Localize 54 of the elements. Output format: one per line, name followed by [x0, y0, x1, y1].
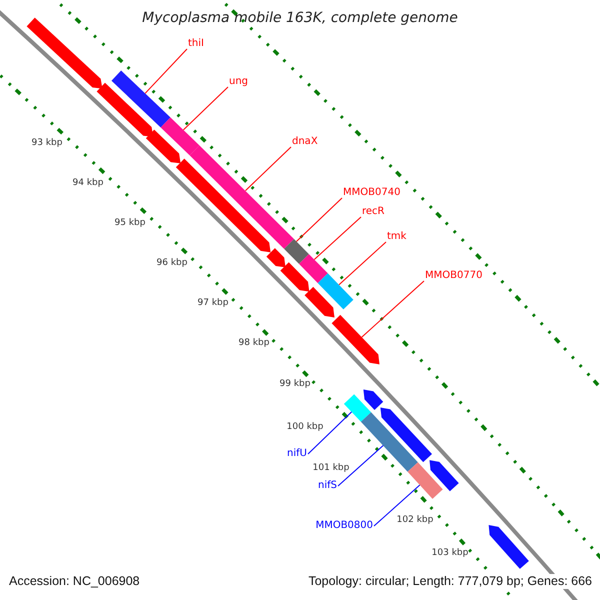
gene-feature-block	[344, 394, 372, 422]
scale-label: 101 kbp	[312, 462, 350, 474]
gene-feature-pointed	[430, 460, 459, 492]
leader-line	[245, 146, 292, 192]
scale-label: 94 kbp	[72, 177, 104, 189]
gene-feature-pointed	[26, 18, 102, 89]
map-title: Mycoplasma mobile 163K, complete genome	[141, 9, 459, 27]
gene-feature-block	[360, 412, 418, 472]
scale-label: 100 kbp	[286, 421, 324, 433]
footer-text: Topology: circular; Length: 777,079 bp; Genes: 666	[308, 574, 592, 589]
footer-text: Accession: NC_006908	[9, 574, 140, 589]
gene-feature-pointed	[176, 158, 271, 252]
leader-line	[361, 280, 424, 338]
leader-line	[182, 86, 228, 130]
scale-label: 103 kbp	[432, 547, 468, 559]
scale-label: 97 kbp	[198, 297, 228, 309]
gene-label: MMOB0740	[343, 187, 400, 199]
leader-line	[374, 484, 420, 526]
gene-label: MMOB0770	[425, 270, 482, 282]
gene-feature-block	[318, 273, 354, 310]
gene-feature-pointed	[380, 408, 432, 462]
leader-line	[144, 48, 188, 94]
gene-label: nifU	[287, 448, 307, 460]
leader-line	[308, 411, 352, 454]
leader-line	[338, 445, 384, 486]
gene-feature-pointed	[96, 82, 154, 137]
scale-label: 96 kbp	[156, 257, 188, 269]
gene-feature-pointed	[280, 262, 310, 292]
gene-label: MMOB0800	[316, 520, 373, 532]
gene-label: thiI	[188, 38, 204, 50]
scale-label: 93 kbp	[32, 137, 62, 149]
leader-line	[338, 242, 386, 286]
gene-feature-pointed	[363, 390, 384, 410]
gene-label: recR	[362, 206, 384, 218]
gene-label: ung	[229, 76, 248, 88]
gene-label: nifS	[318, 480, 337, 492]
gene-feature-pointed	[146, 130, 181, 164]
scale-label: 99 kbp	[280, 378, 310, 390]
scale-label: 102 kbp	[396, 514, 434, 526]
leader-line	[314, 216, 362, 260]
gene-feature-block	[299, 254, 328, 284]
gene-feature-block	[160, 117, 200, 156]
gene-feature-pointed	[488, 525, 529, 569]
gene-feature-block	[284, 239, 309, 264]
scale-label: 98 kbp	[238, 337, 270, 349]
gene-feature-pointed	[332, 314, 380, 364]
gene-feature-block	[408, 462, 443, 499]
gene-feature-pointed	[304, 286, 334, 318]
gene-label: tmk	[387, 231, 406, 243]
leader-line	[296, 198, 342, 242]
gene-feature-block	[112, 70, 170, 128]
gene-feature-block	[190, 145, 294, 249]
scale-label: 95 kbp	[114, 217, 146, 229]
gene-label: dnaX	[292, 136, 318, 148]
